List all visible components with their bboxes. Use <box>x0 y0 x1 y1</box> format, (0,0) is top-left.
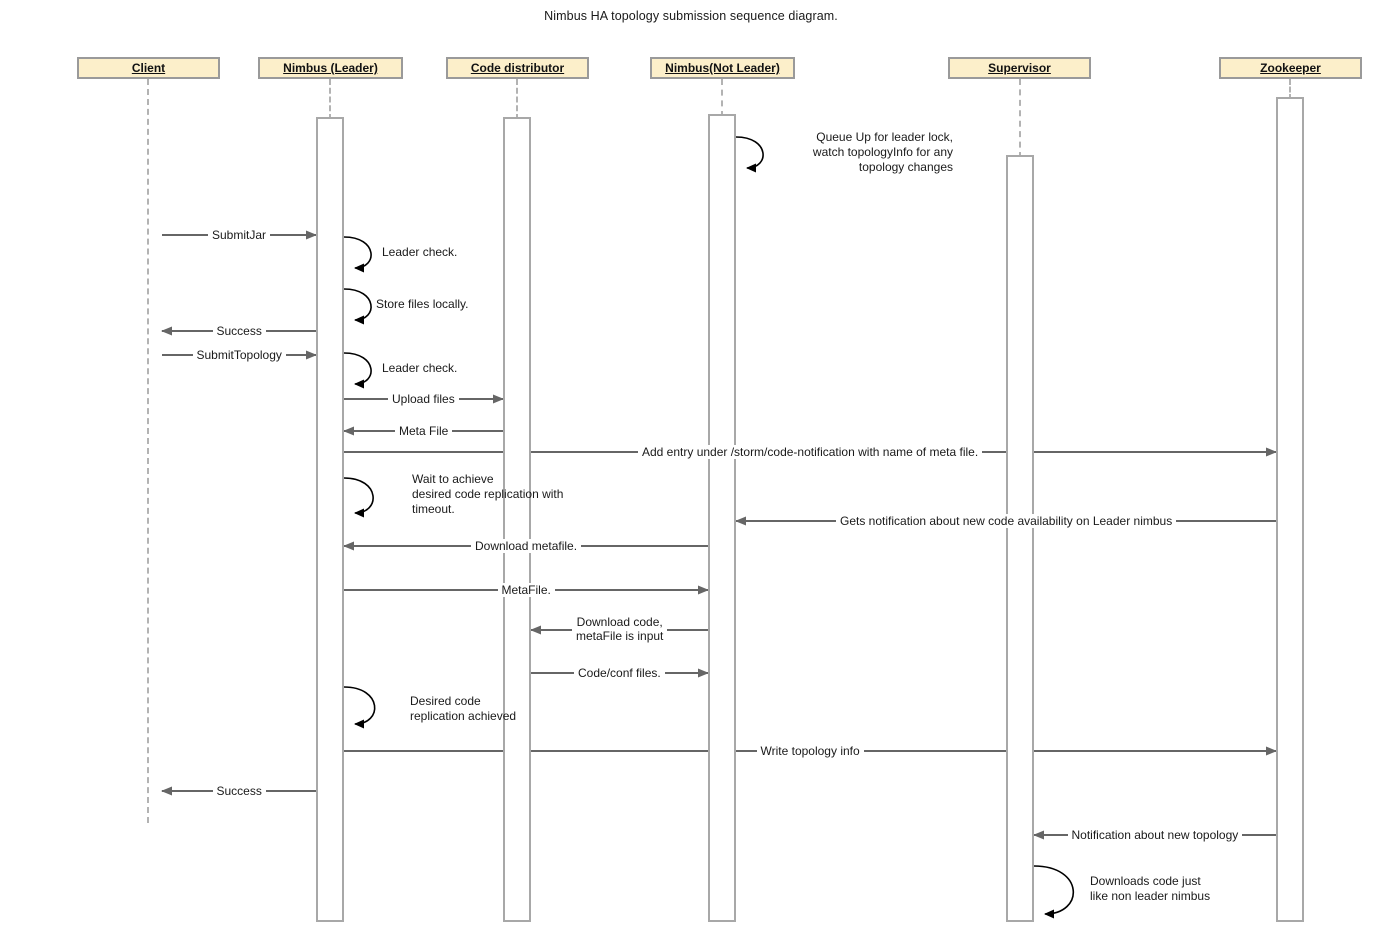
self-message-arc-queue-up-leader-lock <box>735 136 764 173</box>
self-message-arc-wait-to-achieve <box>343 477 374 518</box>
actor-box-client[interactable]: Client <box>77 57 220 79</box>
actor-label-zookeeper: Zookeeper <box>1260 61 1321 75</box>
actor-label-code-dist: Code distributor <box>470 61 565 75</box>
message-label-code-conf-files: Code/conf files. <box>574 666 665 680</box>
self-message-arc-downloads-code <box>1033 865 1074 919</box>
lifeline-code-dist <box>516 79 518 120</box>
lifeline-nimbus-not <box>721 79 723 117</box>
message-label-download-code: Download code, metaFile is input <box>572 615 668 643</box>
message-label-meta-file: Meta File <box>395 424 453 438</box>
actor-label-supervisor: Supervisor <box>988 61 1051 75</box>
message-label-add-entry: Add entry under /storm/code-notification… <box>638 445 983 459</box>
message-label-success-1: Success <box>212 324 266 338</box>
lifeline-client <box>147 79 149 823</box>
lifeline-nimbus-leader <box>329 79 331 120</box>
self-message-label-desired-code-replication: Desired code replication achieved <box>410 694 517 723</box>
self-message-label-store-files-locally: Store files locally. <box>376 297 469 311</box>
actor-box-zookeeper[interactable]: Zookeeper <box>1219 57 1362 79</box>
self-message-arc-store-files-locally <box>343 288 372 325</box>
actor-box-supervisor[interactable]: Supervisor <box>948 57 1091 79</box>
lifeline-supervisor <box>1019 79 1021 158</box>
activation-zookeeper <box>1276 97 1304 922</box>
message-label-submit-jar: SubmitJar <box>208 228 271 242</box>
self-message-label-leader-check-2: Leader check. <box>382 361 458 375</box>
message-label-success-2: Success <box>212 784 266 798</box>
message-label-upload-files: Upload files <box>388 392 459 406</box>
diagram-title: Nimbus HA topology submission sequence d… <box>544 9 838 23</box>
self-message-arc-leader-check-1 <box>343 236 372 273</box>
message-label-notify-new-topology: Notification about new topology <box>1067 828 1243 842</box>
self-message-label-wait-to-achieve: Wait to achieve desired code replication… <box>412 472 564 516</box>
activation-nimbus-not <box>708 114 736 922</box>
message-label-download-metafile: Download metafile. <box>471 539 582 553</box>
self-message-arc-desired-code-replication <box>343 686 376 729</box>
self-message-label-queue-up-leader-lock: Queue Up for leader lock, watch topology… <box>812 130 953 174</box>
actor-label-nimbus-leader: Nimbus (Leader) <box>283 61 378 75</box>
message-label-metafile: MetaFile. <box>497 583 555 597</box>
self-message-arc-leader-check-2 <box>343 352 372 389</box>
actor-box-nimbus-not[interactable]: Nimbus(Not Leader) <box>650 57 795 79</box>
actor-box-code-dist[interactable]: Code distributor <box>446 57 589 79</box>
activation-supervisor <box>1006 155 1034 922</box>
self-message-label-leader-check-1: Leader check. <box>382 245 458 259</box>
activation-nimbus-leader <box>316 117 344 922</box>
message-label-write-topology: Write topology info <box>756 744 864 758</box>
actor-label-client: Client <box>131 61 166 75</box>
actor-label-nimbus-not: Nimbus(Not Leader) <box>665 61 780 75</box>
activation-code-dist <box>503 117 531 922</box>
self-message-label-downloads-code: Downloads code just like non leader nimb… <box>1090 874 1211 903</box>
message-label-gets-notification: Gets notification about new code availab… <box>836 514 1177 528</box>
message-label-submit-topology: SubmitTopology <box>192 348 286 362</box>
lifeline-zookeeper <box>1289 79 1291 100</box>
actor-box-nimbus-leader[interactable]: Nimbus (Leader) <box>258 57 403 79</box>
